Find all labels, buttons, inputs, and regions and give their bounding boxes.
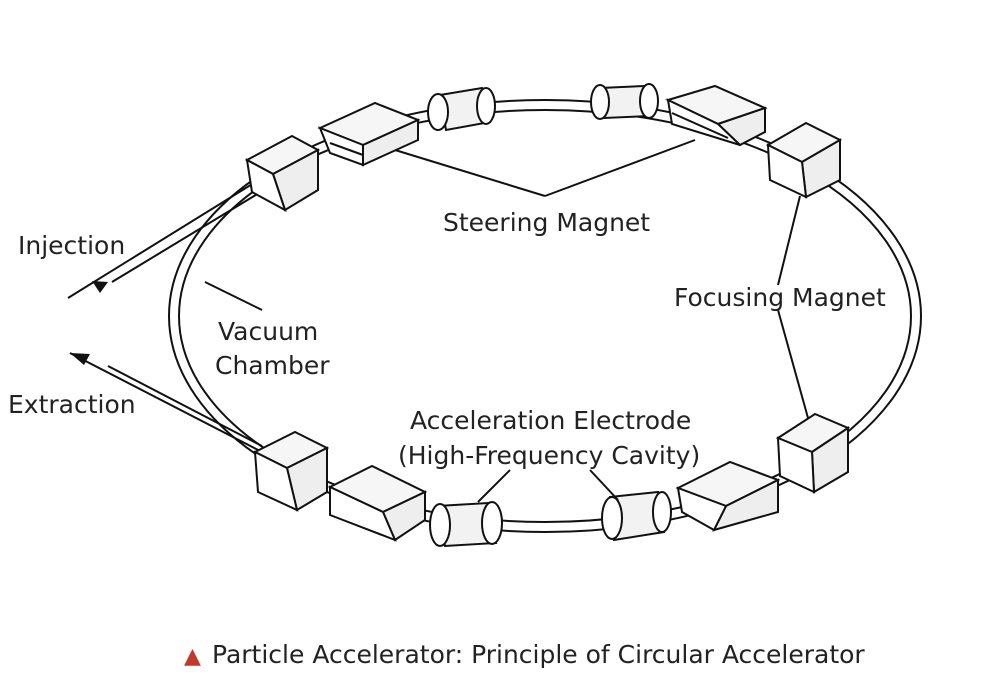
- acceleration-electrode-label-line2: (High-Frequency Cavity): [398, 441, 700, 470]
- acceleration-electrode-label-line1: Acceleration Electrode: [410, 406, 691, 435]
- focusing-magnet-label: Focusing Magnet: [674, 283, 886, 312]
- extraction-label: Extraction: [8, 390, 136, 419]
- steering-magnet-bottom-left: [327, 464, 428, 542]
- vacuum-chamber-ring: [168, 99, 922, 533]
- vacuum-chamber-label-line1: Vacuum: [218, 317, 318, 346]
- cavity-bottom-right: [601, 490, 672, 542]
- injection-beam-line: [67, 177, 265, 299]
- cavity-top-right: [590, 83, 659, 120]
- steering-magnet-bottom-right: [675, 460, 781, 532]
- extraction-beam-line: [69, 352, 263, 453]
- steering-magnet-top-right: [665, 84, 768, 147]
- vacuum-chamber-label-line2: Chamber: [215, 351, 330, 380]
- caption-marker: ▲: [184, 644, 201, 669]
- cavity-bottom-left: [429, 501, 503, 548]
- leader-lines: [204, 139, 809, 503]
- caption-text: Particle Accelerator: Principle of Circu…: [212, 640, 865, 669]
- cavity-top-left: [427, 86, 496, 132]
- focusing-magnet-top-right: [765, 121, 843, 199]
- steering-magnet-label: Steering Magnet: [443, 208, 650, 237]
- injection-label: Injection: [18, 231, 125, 260]
- focusing-magnet-top-left: [244, 134, 321, 213]
- focusing-magnet-bottom-right: [775, 412, 851, 494]
- focusing-magnet-bottom-left: [252, 430, 330, 512]
- steering-magnet-top-left: [317, 101, 421, 167]
